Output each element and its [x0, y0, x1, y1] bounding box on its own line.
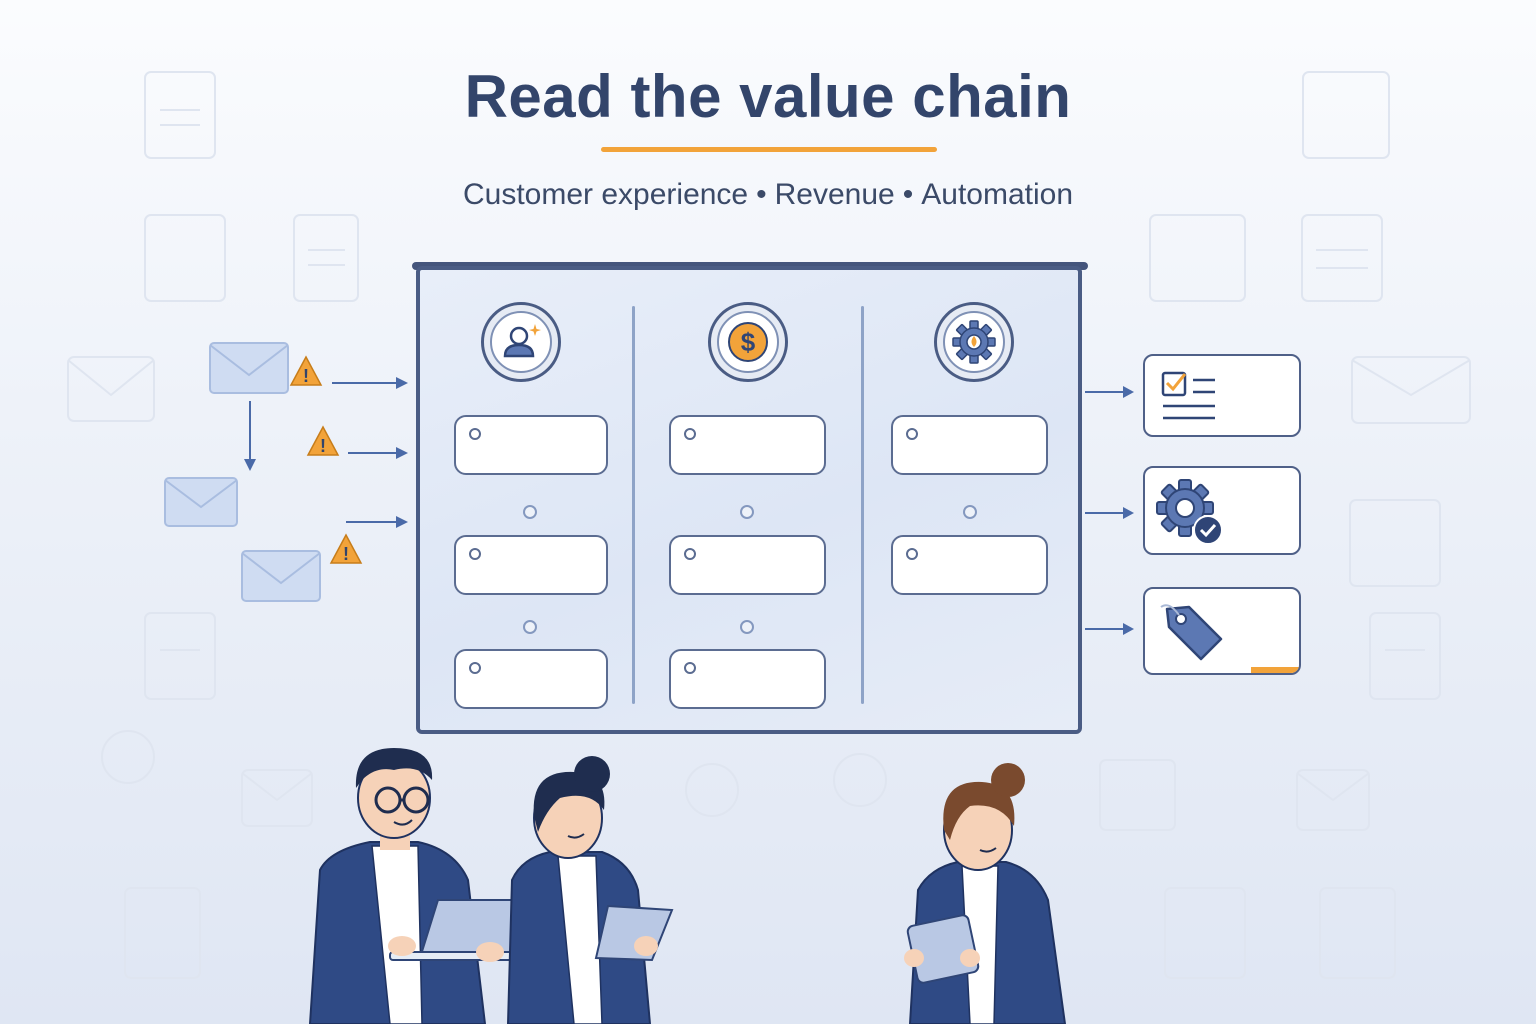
- output-arrow-head: [1123, 507, 1134, 519]
- chain-step-slot: [454, 415, 608, 475]
- chain-step-slot: [891, 535, 1048, 595]
- subtitle-item-customer-experience: Customer experience: [462, 178, 749, 211]
- svg-text:!: !: [320, 436, 326, 456]
- input-flow: ! ! !: [164, 342, 408, 602]
- output-card-checklist: [1143, 354, 1301, 437]
- output-arrow: [1085, 391, 1125, 393]
- price-tag-icon: [1160, 604, 1223, 661]
- connector-node: [523, 620, 537, 634]
- subtitle-separator: •: [902, 178, 914, 211]
- chain-step-slot: [669, 649, 826, 709]
- output-arrow: [1085, 628, 1125, 630]
- column-divider: [632, 306, 635, 704]
- customer-sparkle-icon: [481, 302, 561, 382]
- svg-text:!: !: [303, 366, 309, 386]
- subtitle-item-revenue: Revenue: [774, 178, 895, 211]
- page-title: Read the value chain: [464, 63, 1072, 130]
- svg-text:!: !: [343, 544, 349, 564]
- chain-step-slot: [454, 649, 608, 709]
- team-illustration: [308, 748, 1067, 1024]
- envelope-icon: [164, 477, 238, 527]
- output-arrow: [1085, 512, 1125, 514]
- output-card-pricing: [1143, 587, 1301, 675]
- connector-node: [523, 505, 537, 519]
- chain-step-slot: [669, 415, 826, 475]
- svg-text:$: $: [741, 327, 756, 357]
- chain-step-slot: [669, 535, 826, 595]
- warning-icon: !: [289, 355, 323, 386]
- envelope-icon: [241, 550, 321, 602]
- checklist-icon: [1161, 371, 1215, 420]
- dollar-coin-icon: $: [708, 302, 788, 382]
- title-underline: [601, 147, 937, 152]
- chain-step-slot: [891, 415, 1048, 475]
- man-with-laptop: [308, 748, 539, 1024]
- accent-strip: [1251, 667, 1299, 673]
- woman-with-clipboard: [506, 756, 674, 1024]
- envelope-icon: [209, 342, 289, 394]
- subtitle-separator: •: [756, 178, 767, 211]
- connector-node: [963, 505, 977, 519]
- subtitle: Customer experience•Revenue•Automation: [0, 178, 1536, 212]
- output-arrow-head: [1123, 623, 1134, 635]
- gear-droplet-icon: [934, 302, 1014, 382]
- connector-node: [740, 620, 754, 634]
- column-divider: [861, 306, 864, 704]
- woman-with-tablet: [904, 763, 1067, 1024]
- output-card-automation: [1143, 466, 1301, 555]
- subtitle-item-automation: Automation: [921, 178, 1074, 211]
- connector-node: [740, 505, 754, 519]
- chain-step-slot: [454, 535, 608, 595]
- output-arrow-head: [1123, 386, 1134, 398]
- warning-icon: !: [306, 425, 340, 456]
- gear-check-icon: [1156, 479, 1223, 545]
- warning-icon: !: [329, 533, 363, 564]
